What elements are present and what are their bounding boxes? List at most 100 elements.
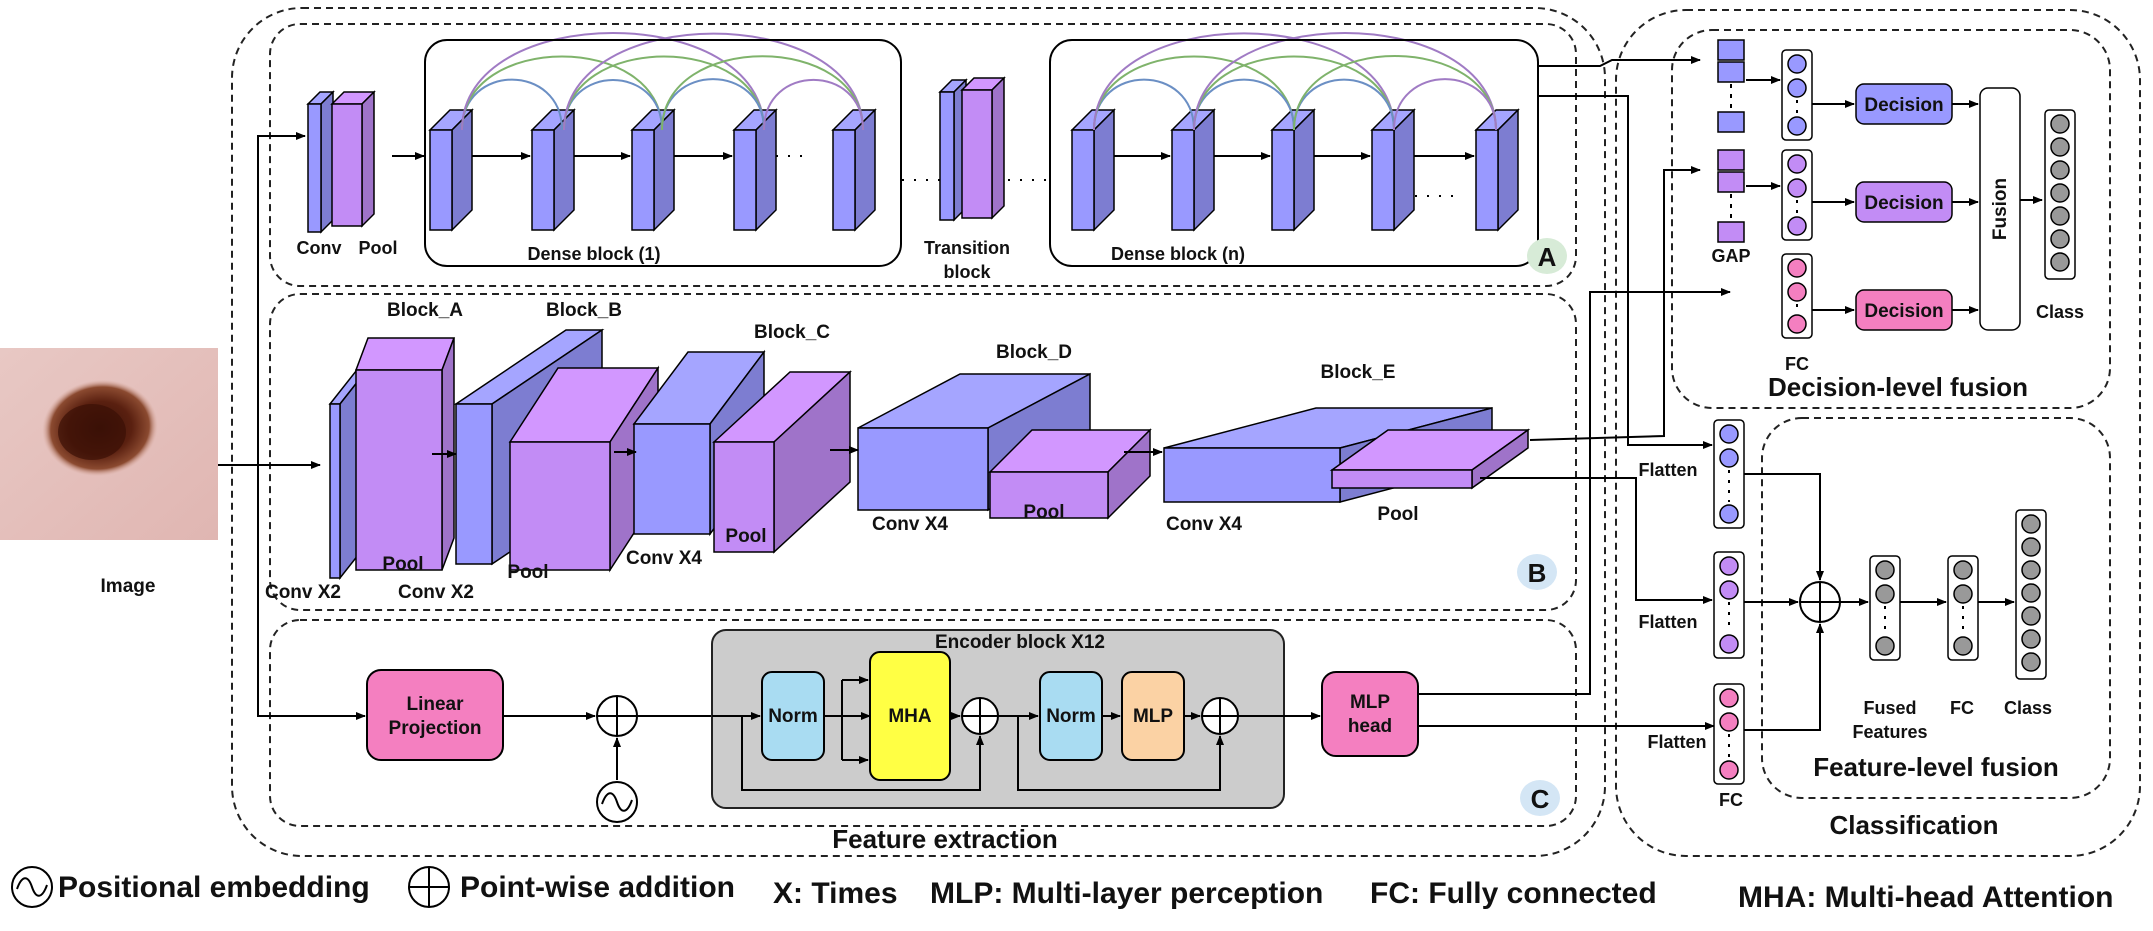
positional-embedding-icon — [596, 781, 638, 823]
svg-text:C: C — [1531, 784, 1550, 814]
decision-label: Decision — [1864, 95, 1943, 116]
block-name: Block_D — [996, 342, 1072, 363]
legend-positional-icon — [11, 866, 53, 908]
decision-box: Decision — [1855, 289, 1953, 331]
vgg-block-3: Block_C Conv X4 Pool — [626, 322, 852, 569]
feature-level-fusion — [1713, 419, 2047, 785]
fusion-add — [1799, 581, 1841, 623]
dense-connection — [661, 55, 864, 131]
fusion-label: Fusion — [1990, 178, 2011, 240]
feature-extraction-frame — [231, 7, 1606, 857]
linear-projection-box — [366, 669, 504, 761]
feature-fc2-label: FC — [1950, 698, 1974, 718]
dense-connection — [1393, 78, 1497, 131]
class-node — [2050, 137, 2070, 157]
conv-label: Conv X2 — [265, 582, 341, 603]
legend-mha: MHA: Multi-head Attention — [1738, 881, 2113, 914]
decision-class-vector — [2044, 109, 2076, 280]
dense-connection — [1293, 55, 1497, 131]
class-node — [2050, 160, 2070, 180]
input-to-c — [257, 465, 366, 720]
feature-fusion-frame — [1761, 417, 2111, 799]
legend-pointwise: Point-wise addition — [460, 871, 735, 904]
class-node — [2050, 206, 2070, 226]
pool-label: Pool — [382, 554, 423, 575]
class-node — [2050, 252, 2070, 272]
transition-label-2: block — [943, 262, 991, 282]
conv-label: Conv X2 — [398, 582, 474, 603]
dense-connection — [461, 31, 765, 131]
fusion-box — [1979, 87, 2021, 331]
dense-connection — [1193, 55, 1395, 131]
dense-block-n-label: Dense block (n) — [1111, 244, 1245, 264]
class-node — [2050, 114, 2070, 134]
conv-layer — [306, 90, 335, 234]
class-node — [2021, 537, 2041, 557]
class-node — [2021, 514, 2041, 534]
pool-layer — [1329, 428, 1531, 490]
feature-vector-blue — [1713, 419, 1745, 529]
feature-vector-violet — [1713, 551, 1745, 659]
input-image — [0, 348, 218, 540]
decision-label: Decision — [1864, 193, 1943, 214]
dense-layer — [630, 108, 676, 232]
pool-layer — [988, 428, 1152, 520]
mlp-head-label-1: MLP — [1350, 692, 1390, 713]
feature-class-vector — [2015, 509, 2047, 680]
class-node — [2021, 652, 2041, 672]
decision-class-label: Class — [2036, 302, 2084, 322]
legend-mlp: MLP: Multi-layer perception — [930, 877, 1323, 910]
pool-label: Pool — [1377, 504, 1418, 525]
classification-label: Classification — [1829, 810, 1998, 840]
panel-c: Linear Projection Encoder block X12 Norm… — [366, 629, 1419, 823]
legend: Positional embedding Point-wise addition… — [11, 866, 2113, 914]
class-node — [2050, 183, 2070, 203]
panel-b-frame — [269, 293, 1577, 611]
legend-times: X: Times — [773, 877, 898, 910]
feature-extraction-label: Feature extraction — [832, 824, 1057, 854]
svg-text:B: B — [1528, 558, 1547, 588]
dense-connection — [1093, 32, 1395, 131]
dense-layer — [732, 108, 778, 232]
dense-connection — [1193, 31, 1497, 131]
class-node — [2021, 560, 2041, 580]
panel-a — [306, 31, 1520, 234]
block-name: Block_C — [754, 322, 830, 343]
conv-label: Conv X4 — [1166, 514, 1242, 535]
dense-connection — [763, 78, 864, 131]
panel-a-conv-label: Conv — [297, 238, 342, 258]
norm-label-1: Norm — [768, 706, 818, 727]
feature-fc-label: FC — [1719, 790, 1743, 810]
class-node — [2021, 606, 2041, 626]
pool-label: Pool — [725, 526, 766, 547]
panel-a-pool-label: Pool — [359, 238, 398, 258]
dense-layer — [1370, 108, 1416, 232]
image-label: Image — [101, 576, 156, 597]
svg-text:A: A — [1538, 242, 1557, 272]
dense-block-1-frame — [424, 39, 902, 267]
decision-fusion-title: Decision-level fusion — [1768, 372, 2028, 402]
dense-connection — [563, 55, 765, 131]
fused-features-label-2: Features — [1852, 722, 1927, 742]
decision-label: Decision — [1864, 301, 1943, 322]
dense-connection — [1093, 55, 1295, 131]
pointwise-add-1 — [596, 695, 638, 737]
flatten-label-3: Flatten — [1647, 732, 1706, 752]
classification-frame — [1615, 9, 2141, 857]
feature-fusion-title: Feature-level fusion — [1813, 752, 2059, 782]
linear-projection-label-2: Projection — [389, 718, 482, 739]
legend-pointwise-icon — [408, 866, 450, 908]
gap-label: GAP — [1711, 246, 1750, 266]
panel-c-badge: C — [1520, 780, 1560, 816]
class-node — [2050, 229, 2070, 249]
gap-vector — [1717, 39, 1745, 133]
conv-label: Conv X4 — [626, 548, 702, 569]
linear-projection-label-1: Linear — [406, 694, 464, 715]
pool-label: Pool — [507, 562, 548, 583]
pool-label: Pool — [1023, 502, 1064, 523]
